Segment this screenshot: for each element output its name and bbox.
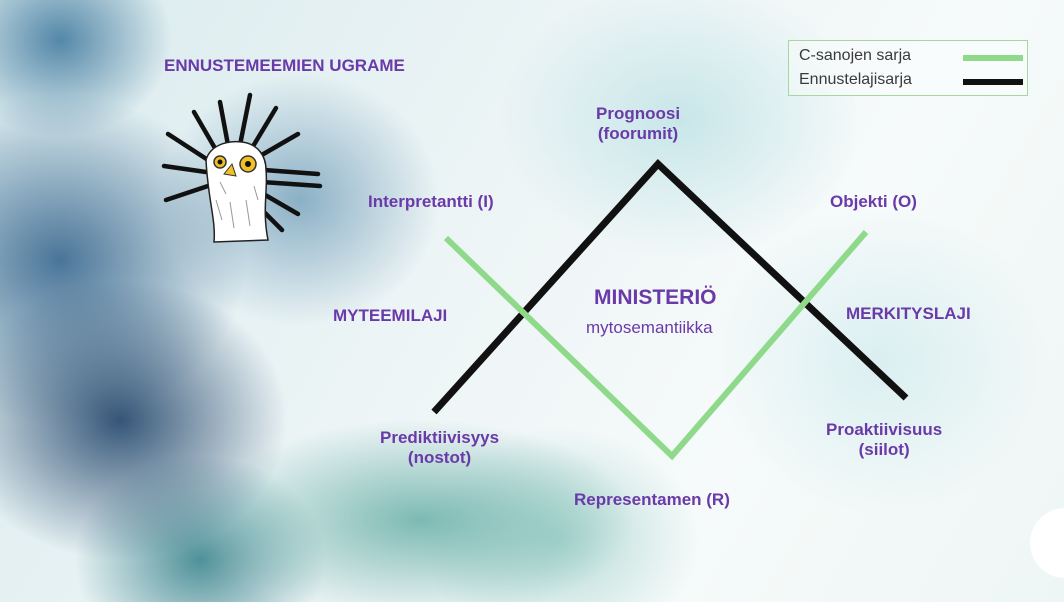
proaktiivisuus-label: Proaktiivisuus (siilot) bbox=[826, 420, 943, 459]
myteemilaji-label: MYTEEMILAJI bbox=[333, 306, 448, 325]
black-series-line bbox=[431, 158, 909, 415]
objekti-label: Objekti (O) bbox=[830, 192, 917, 211]
representamen-label: Representamen (R) bbox=[574, 490, 730, 509]
legend: C-sanojen sarja Ennustelajisarja bbox=[788, 40, 1028, 96]
merkityslaji-label: MERKITYSLAJI bbox=[846, 304, 971, 323]
spiky-bird-mascot-icon bbox=[161, 92, 323, 243]
legend-swatch-green bbox=[963, 55, 1023, 61]
prediktiivisyys-label: Prediktiivisyys (nostot) bbox=[380, 428, 500, 467]
center-title: MINISTERIÖ bbox=[594, 286, 717, 309]
slide-title: ENNUSTEMEEMIEN UGRAME bbox=[164, 56, 405, 75]
green-series-line bbox=[443, 230, 869, 461]
prognoosi-label: Prognoosi (foorumit) bbox=[596, 104, 681, 143]
legend-label-green: C-sanojen sarja bbox=[799, 47, 912, 64]
legend-swatch-black bbox=[963, 79, 1023, 85]
legend-label-black: Ennustelajisarja bbox=[799, 71, 912, 88]
center-subtitle: mytosemantiikka bbox=[586, 318, 713, 337]
interpretantti-label: Interpretantti (I) bbox=[368, 192, 494, 211]
